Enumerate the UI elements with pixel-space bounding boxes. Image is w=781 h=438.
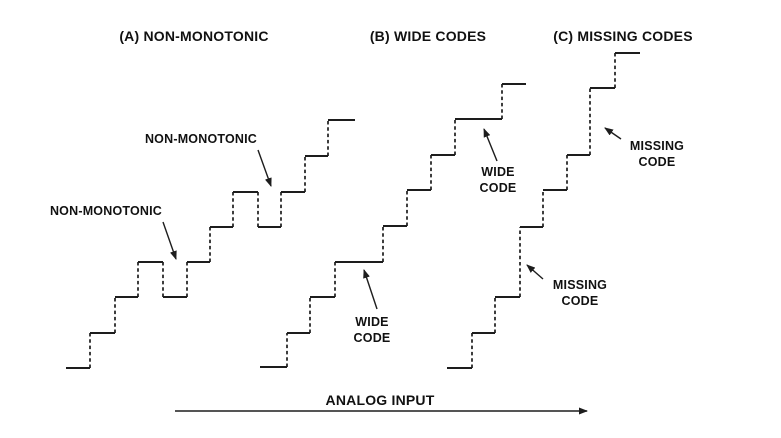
- arrow-non-monotonic-upper: [257, 149, 272, 187]
- arrow-missing-code-lower: [526, 264, 544, 280]
- arrow-wide-code-upper: [483, 128, 498, 162]
- analog-input-axis-label: ANALOG INPUT: [325, 392, 435, 408]
- panel-b-header: (B) WIDE CODES: [369, 28, 487, 44]
- wide-code-label-upper: WIDE CODE: [479, 165, 517, 195]
- wide-code-label-lower: WIDE CODE: [353, 315, 391, 345]
- arrow-wide-code-lower: [363, 269, 378, 310]
- staircase-c-missing-codes: [447, 52, 640, 369]
- staircase-layer: [66, 52, 640, 369]
- non-monotonic-label-lower: NON-MONOTONIC: [49, 204, 163, 218]
- panel-c-header: (C) MISSING CODES: [553, 28, 693, 44]
- non-monotonic-label-upper: NON-MONOTONIC: [144, 132, 258, 146]
- staircase-b-wide-codes: [260, 83, 526, 368]
- staircase-a-non-monotonic: [66, 119, 355, 369]
- arrow-layer: [162, 127, 622, 415]
- missing-code-label-lower: MISSING CODE: [552, 278, 608, 308]
- arrow-missing-code-upper: [604, 127, 622, 140]
- panel-a-header: (A) NON-MONOTONIC: [119, 28, 269, 44]
- missing-code-label-upper: MISSING CODE: [629, 139, 685, 169]
- arrow-non-monotonic-lower: [162, 221, 177, 260]
